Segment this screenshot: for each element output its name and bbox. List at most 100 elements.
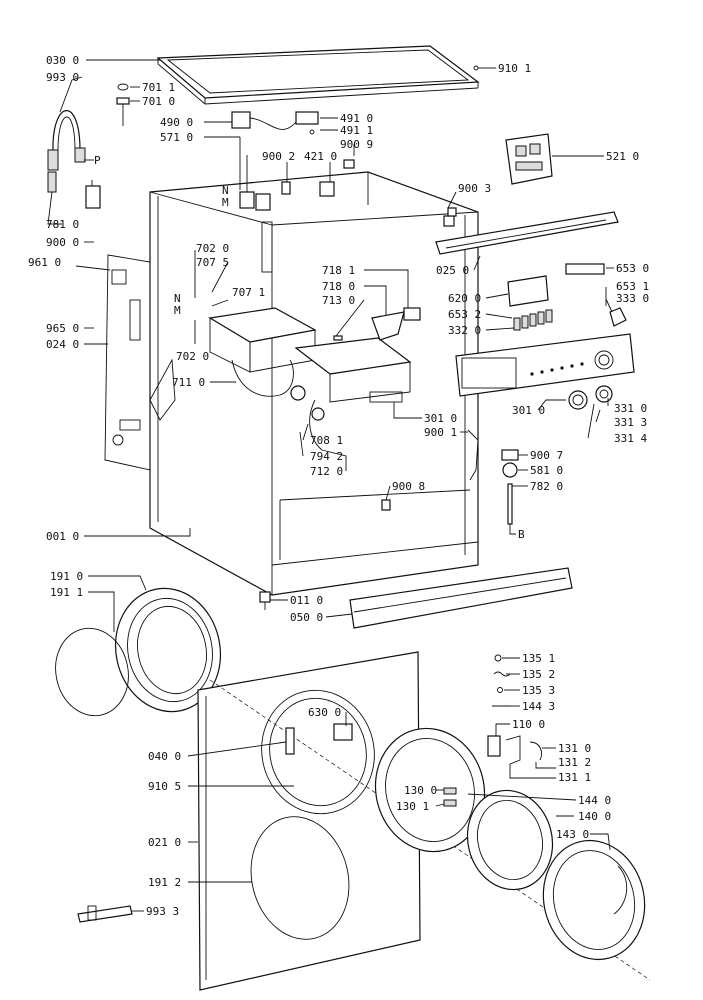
part-label-993-3: 993 3 [146,905,179,918]
part-label-718-0: 718 0 [322,280,355,293]
part-label-718-1: 718 1 [322,264,355,277]
part-label-143-0: 143 0 [556,828,589,841]
top-lid [156,45,480,105]
leader-lines [47,59,614,912]
part-label-011-0: 011 0 [290,594,323,607]
part-label-900-1: 900 1 [424,426,457,439]
control-module [505,133,553,185]
part-label-782-0: 782 0 [530,480,563,493]
part-label-130-1: 130 1 [396,800,429,813]
callout-labels: 030 0 993 0 701 1 701 0 490 0 571 0 491 … [28,54,649,918]
part-label-701-1: 701 1 [142,81,175,94]
part-label-B: B [518,528,525,541]
back-panel [104,254,151,471]
part-label-421-0: 421 0 [304,150,337,163]
part-label-653-0: 653 0 [616,262,649,275]
part-label-900-7: 900 7 [530,449,563,462]
door-glass [466,789,554,891]
part-label-191-2: 191 2 [148,876,181,889]
pressure-switch-parts [467,429,519,525]
part-label-N-2: N [174,292,181,305]
part-label-910-5: 910 5 [148,780,181,793]
part-label-025-0: 025 0 [436,264,469,277]
part-label-131-0: 131 0 [558,742,591,755]
part-label-331-0: 331 0 [614,402,647,415]
drain-hose [47,110,101,209]
part-label-050-0: 050 0 [290,611,323,624]
part-label-N-1: N [222,184,229,197]
part-label-001-0: 001 0 [46,530,79,543]
part-label-571-0: 571 0 [160,131,193,144]
top-rail [435,211,619,255]
service-tool [77,905,133,923]
part-label-961-0: 961 0 [28,256,61,269]
part-label-191-1: 191 1 [50,586,83,599]
part-label-135-1: 135 1 [522,652,555,665]
part-label-131-2: 131 2 [558,756,591,769]
part-label-653-1: 653 1 [616,280,649,293]
part-label-331-3: 331 3 [614,416,647,429]
part-label-332-0: 332 0 [448,324,481,337]
outer-door-ring [542,839,646,961]
part-label-521-0: 521 0 [606,150,639,163]
part-label-131-1: 131 1 [558,771,591,784]
wiring-harness [231,111,319,135]
part-label-965-0: 965 0 [46,322,79,335]
part-label-301-0b: 301 0 [512,404,545,417]
part-label-581-0: 581 0 [530,464,563,477]
part-label-708-1: 708 1 [310,434,343,447]
part-label-707-5: 707 5 [196,256,229,269]
part-label-140-0: 140 0 [578,810,611,823]
part-label-910-1: 910 1 [498,62,531,75]
part-label-900-0: 900 0 [46,236,79,249]
door-seal [55,587,222,717]
part-label-M-1: M [222,196,229,209]
part-label-993-0: 993 0 [46,71,79,84]
part-label-021-0: 021 0 [148,836,181,849]
cabinet [149,171,479,596]
part-label-900-8: 900 8 [392,480,425,493]
part-label-620-0: 620 0 [448,292,481,305]
part-label-701-0: 701 0 [142,95,175,108]
door-hinge-parts [487,654,542,765]
part-label-653-2: 653 2 [448,308,481,321]
part-label-490-0: 490 0 [160,116,193,129]
part-label-781-0: 781 0 [46,218,79,231]
front-panel [197,651,651,991]
plinth [259,567,573,629]
push-buttons [513,309,553,331]
part-label-900-3: 900 3 [458,182,491,195]
part-label-794-2: 794 2 [310,450,343,463]
part-label-144-3: 144 3 [522,700,555,713]
door-lock-bolt [116,83,130,126]
indicator-dots [530,362,584,376]
part-label-713-0: 713 0 [322,294,355,307]
electronic-board [507,263,627,331]
part-label-P: P [94,154,101,167]
part-label-191-0: 191 0 [50,570,83,583]
part-label-491-0: 491 0 [340,112,373,125]
part-label-711-0: 711 0 [172,376,205,389]
part-label-702-0b: 702 0 [176,350,209,363]
part-label-707-1: 707 1 [232,286,265,299]
part-label-900-2: 900 2 [262,150,295,163]
part-label-630-0: 630 0 [308,706,341,719]
part-label-144-0: 144 0 [578,794,611,807]
part-label-301-0: 301 0 [424,412,457,425]
part-label-M-2: M [174,304,181,317]
part-label-135-2: 135 2 [522,668,555,681]
part-label-130-0: 130 0 [404,784,437,797]
part-label-331-4: 331 4 [614,432,647,445]
program-knob [568,385,613,410]
part-label-030-0: 030 0 [46,54,79,67]
part-label-333-0: 333 0 [616,292,649,305]
part-label-110-0: 110 0 [512,718,545,731]
inner-door-frame [374,727,486,853]
part-label-024-0: 024 0 [46,338,79,351]
detergent-dispenser [208,307,412,451]
part-label-040-0: 040 0 [148,750,181,763]
fasteners [333,65,486,511]
inlet-valves [239,155,355,211]
